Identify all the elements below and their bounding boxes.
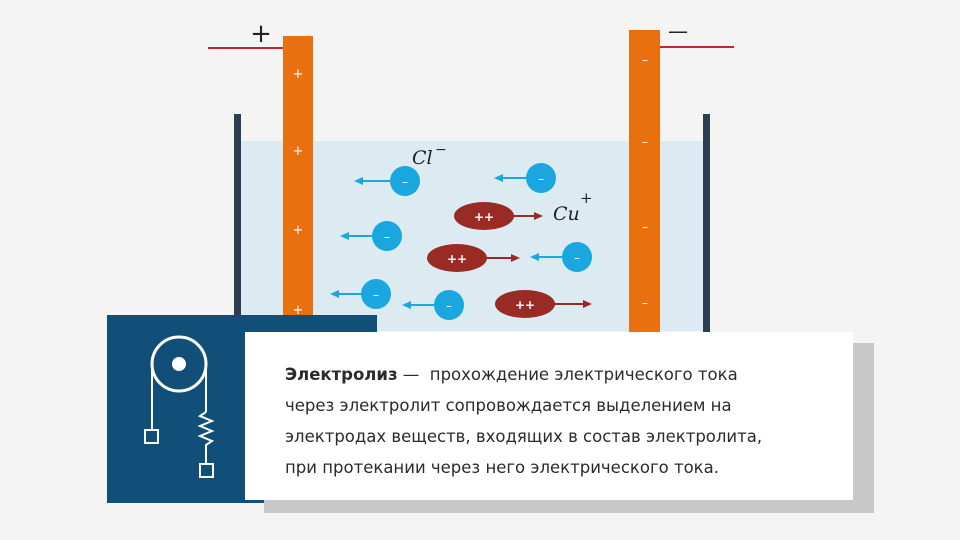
anion: – bbox=[530, 242, 592, 272]
svg-text:Cl: Cl bbox=[412, 147, 433, 169]
tank-right-wall bbox=[703, 114, 710, 332]
definition-text: Электролиз — прохождение электрического … bbox=[285, 359, 805, 483]
anode-mark: + bbox=[293, 144, 304, 159]
definition-line: электродах веществ, входящих в состав эл… bbox=[285, 427, 763, 446]
anode-terminal-sign: + bbox=[250, 19, 272, 49]
svg-text:++: ++ bbox=[447, 252, 467, 266]
electrolyte bbox=[241, 141, 703, 331]
cathode-mark: – bbox=[642, 220, 648, 234]
definition-term: Электролиз bbox=[285, 365, 398, 384]
anode-electrode bbox=[283, 36, 313, 332]
definition-line: при протекании через него электрического… bbox=[285, 458, 719, 477]
pulley-weight-spring-icon bbox=[144, 335, 215, 478]
definition-line-text: прохождение электрического тока bbox=[429, 365, 738, 384]
svg-text:–: – bbox=[384, 230, 390, 244]
anion: – bbox=[330, 279, 391, 309]
definition-line: через электролит сопровождается выделени… bbox=[285, 396, 732, 415]
cathode-electrode bbox=[629, 30, 660, 332]
anion-formula: Cl − bbox=[412, 142, 447, 169]
cathode-mark: – bbox=[642, 53, 648, 67]
info-card bbox=[245, 332, 853, 500]
anion: – bbox=[494, 163, 556, 193]
svg-text:–: – bbox=[446, 299, 452, 313]
svg-text:–: – bbox=[538, 172, 544, 186]
definition-line: Электролиз — прохождение электрического … bbox=[285, 359, 805, 390]
svg-text:++: ++ bbox=[474, 210, 494, 224]
tank-left-wall bbox=[234, 114, 241, 332]
cation: ++ bbox=[427, 244, 520, 272]
cation-formula: Cu + bbox=[553, 189, 593, 225]
svg-text:–: – bbox=[373, 288, 379, 302]
cation: ++ bbox=[454, 202, 543, 230]
cathode-mark: – bbox=[642, 296, 648, 310]
definition-dash: — bbox=[397, 365, 430, 384]
anion: – bbox=[340, 221, 402, 251]
anode-mark: + bbox=[293, 67, 304, 82]
svg-text:+: + bbox=[580, 189, 593, 207]
cathode-terminal-sign: — bbox=[668, 19, 688, 43]
anion: – bbox=[354, 166, 420, 196]
cathode-mark: – bbox=[642, 135, 648, 149]
svg-text:Cu: Cu bbox=[553, 203, 580, 225]
anode-mark: + bbox=[293, 223, 304, 238]
svg-text:++: ++ bbox=[515, 298, 535, 312]
anode-mark: + bbox=[293, 303, 304, 318]
svg-text:–: – bbox=[574, 251, 580, 265]
anion: – bbox=[402, 290, 464, 320]
svg-text:–: – bbox=[402, 175, 408, 189]
cation: ++ bbox=[495, 290, 592, 318]
svg-text:−: − bbox=[435, 142, 447, 158]
